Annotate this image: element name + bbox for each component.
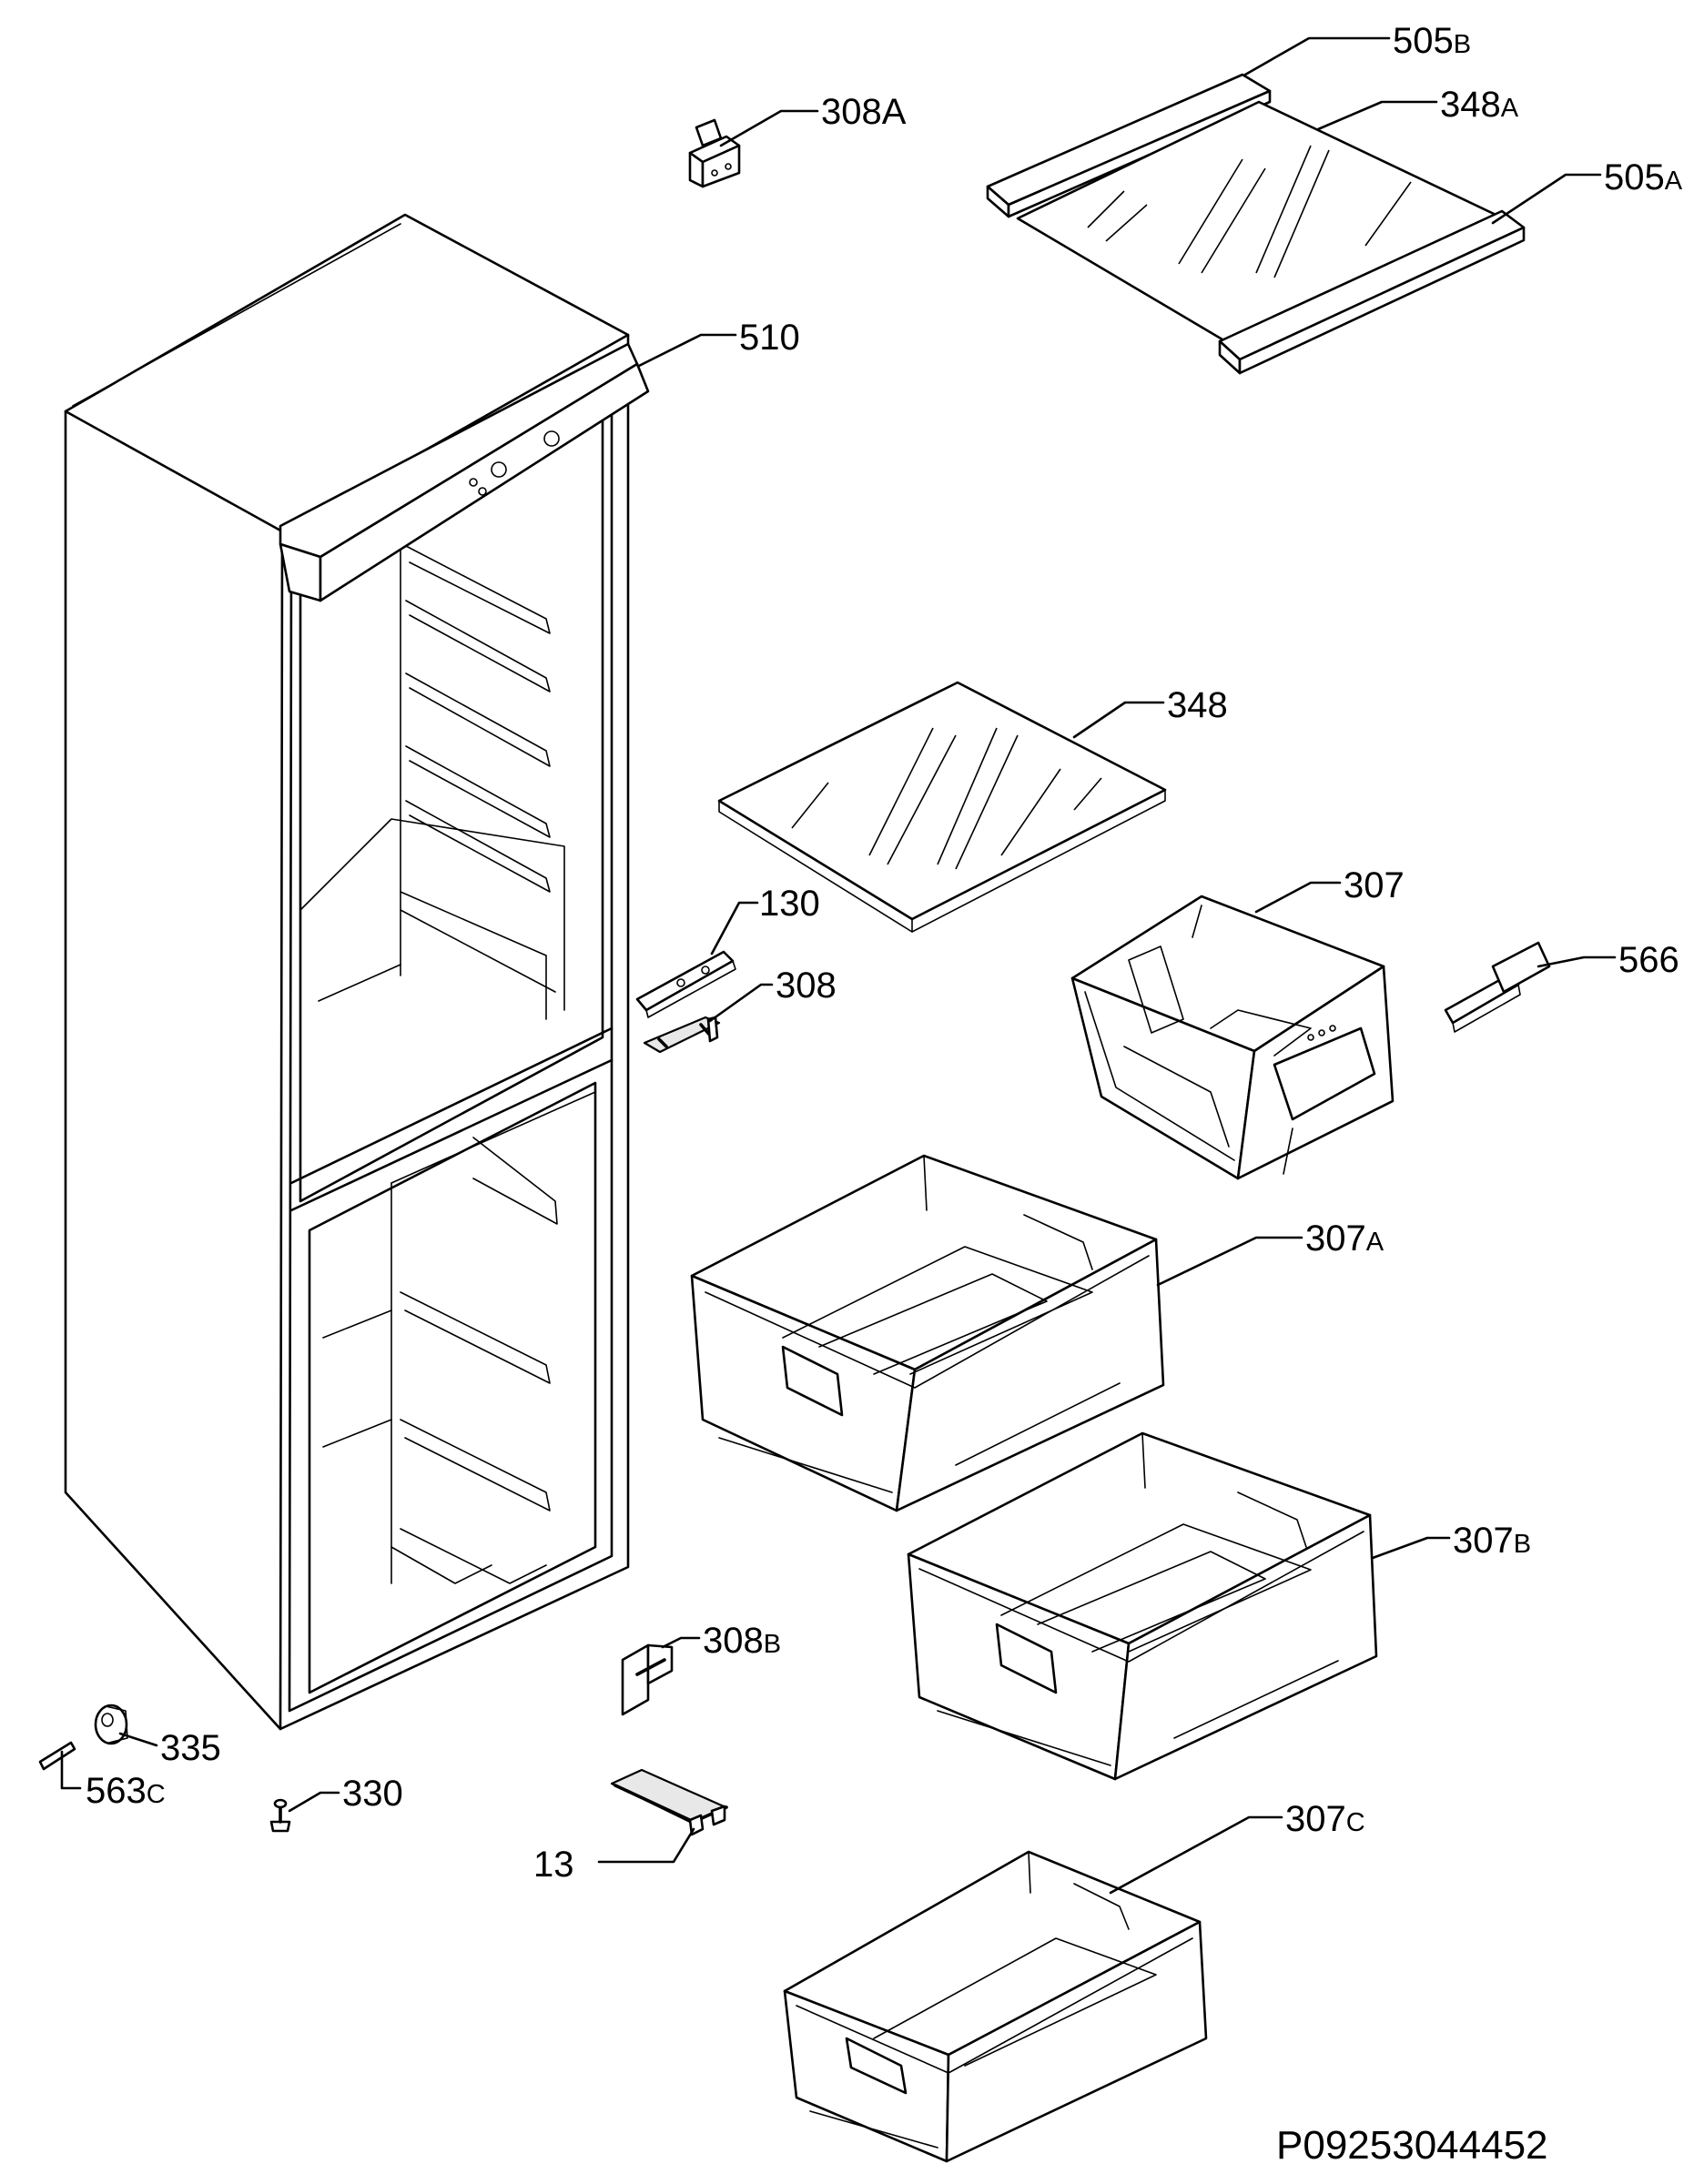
label-505a: 505A [1604,157,1683,197]
label-308a: 308A [821,92,907,132]
label-566: 566 [1618,940,1679,980]
part-130 [635,950,736,1018]
label-307c: 307C [1285,1799,1365,1839]
cap-335 [94,1704,128,1745]
label-510: 510 [739,318,800,358]
label-308b: 308B [703,1621,781,1661]
label-308: 308 [776,966,837,1006]
label-130: 130 [759,884,820,924]
freezer-drawer-307c [783,1850,1208,2163]
freezer-drawer-307a [690,1154,1165,1512]
part-labels: 505B 348A 505A 308A 510 348 307 130 308 … [86,21,1683,1885]
label-505b: 505B [1393,21,1471,61]
label-307b: 307B [1453,1521,1531,1561]
document-code: P09253044452 [1276,2123,1548,2168]
freezer-drawer-307b [907,1431,1378,1781]
support-13 [610,1768,728,1836]
label-348a: 348A [1440,85,1519,125]
pin-563c [38,1741,76,1771]
part-566 [1444,941,1551,1033]
label-13: 13 [533,1845,574,1885]
label-307a: 307A [1305,1218,1384,1259]
label-330: 330 [342,1774,403,1814]
glass-shelf-348 [717,681,1167,933]
label-348: 348 [1167,685,1228,725]
label-563c: 563C [86,1771,166,1811]
fridge-cabinet [64,213,650,1731]
hinge-308 [643,1016,721,1054]
hinge-308a [688,118,741,188]
glass-shelf-348a [986,73,1526,375]
label-335: 335 [160,1728,221,1768]
hinge-308b [621,1643,674,1716]
label-307: 307 [1344,865,1405,905]
foot-330 [269,1798,291,1833]
leader-lines [60,36,1617,1895]
crisper-tray-307 [1070,895,1395,1180]
